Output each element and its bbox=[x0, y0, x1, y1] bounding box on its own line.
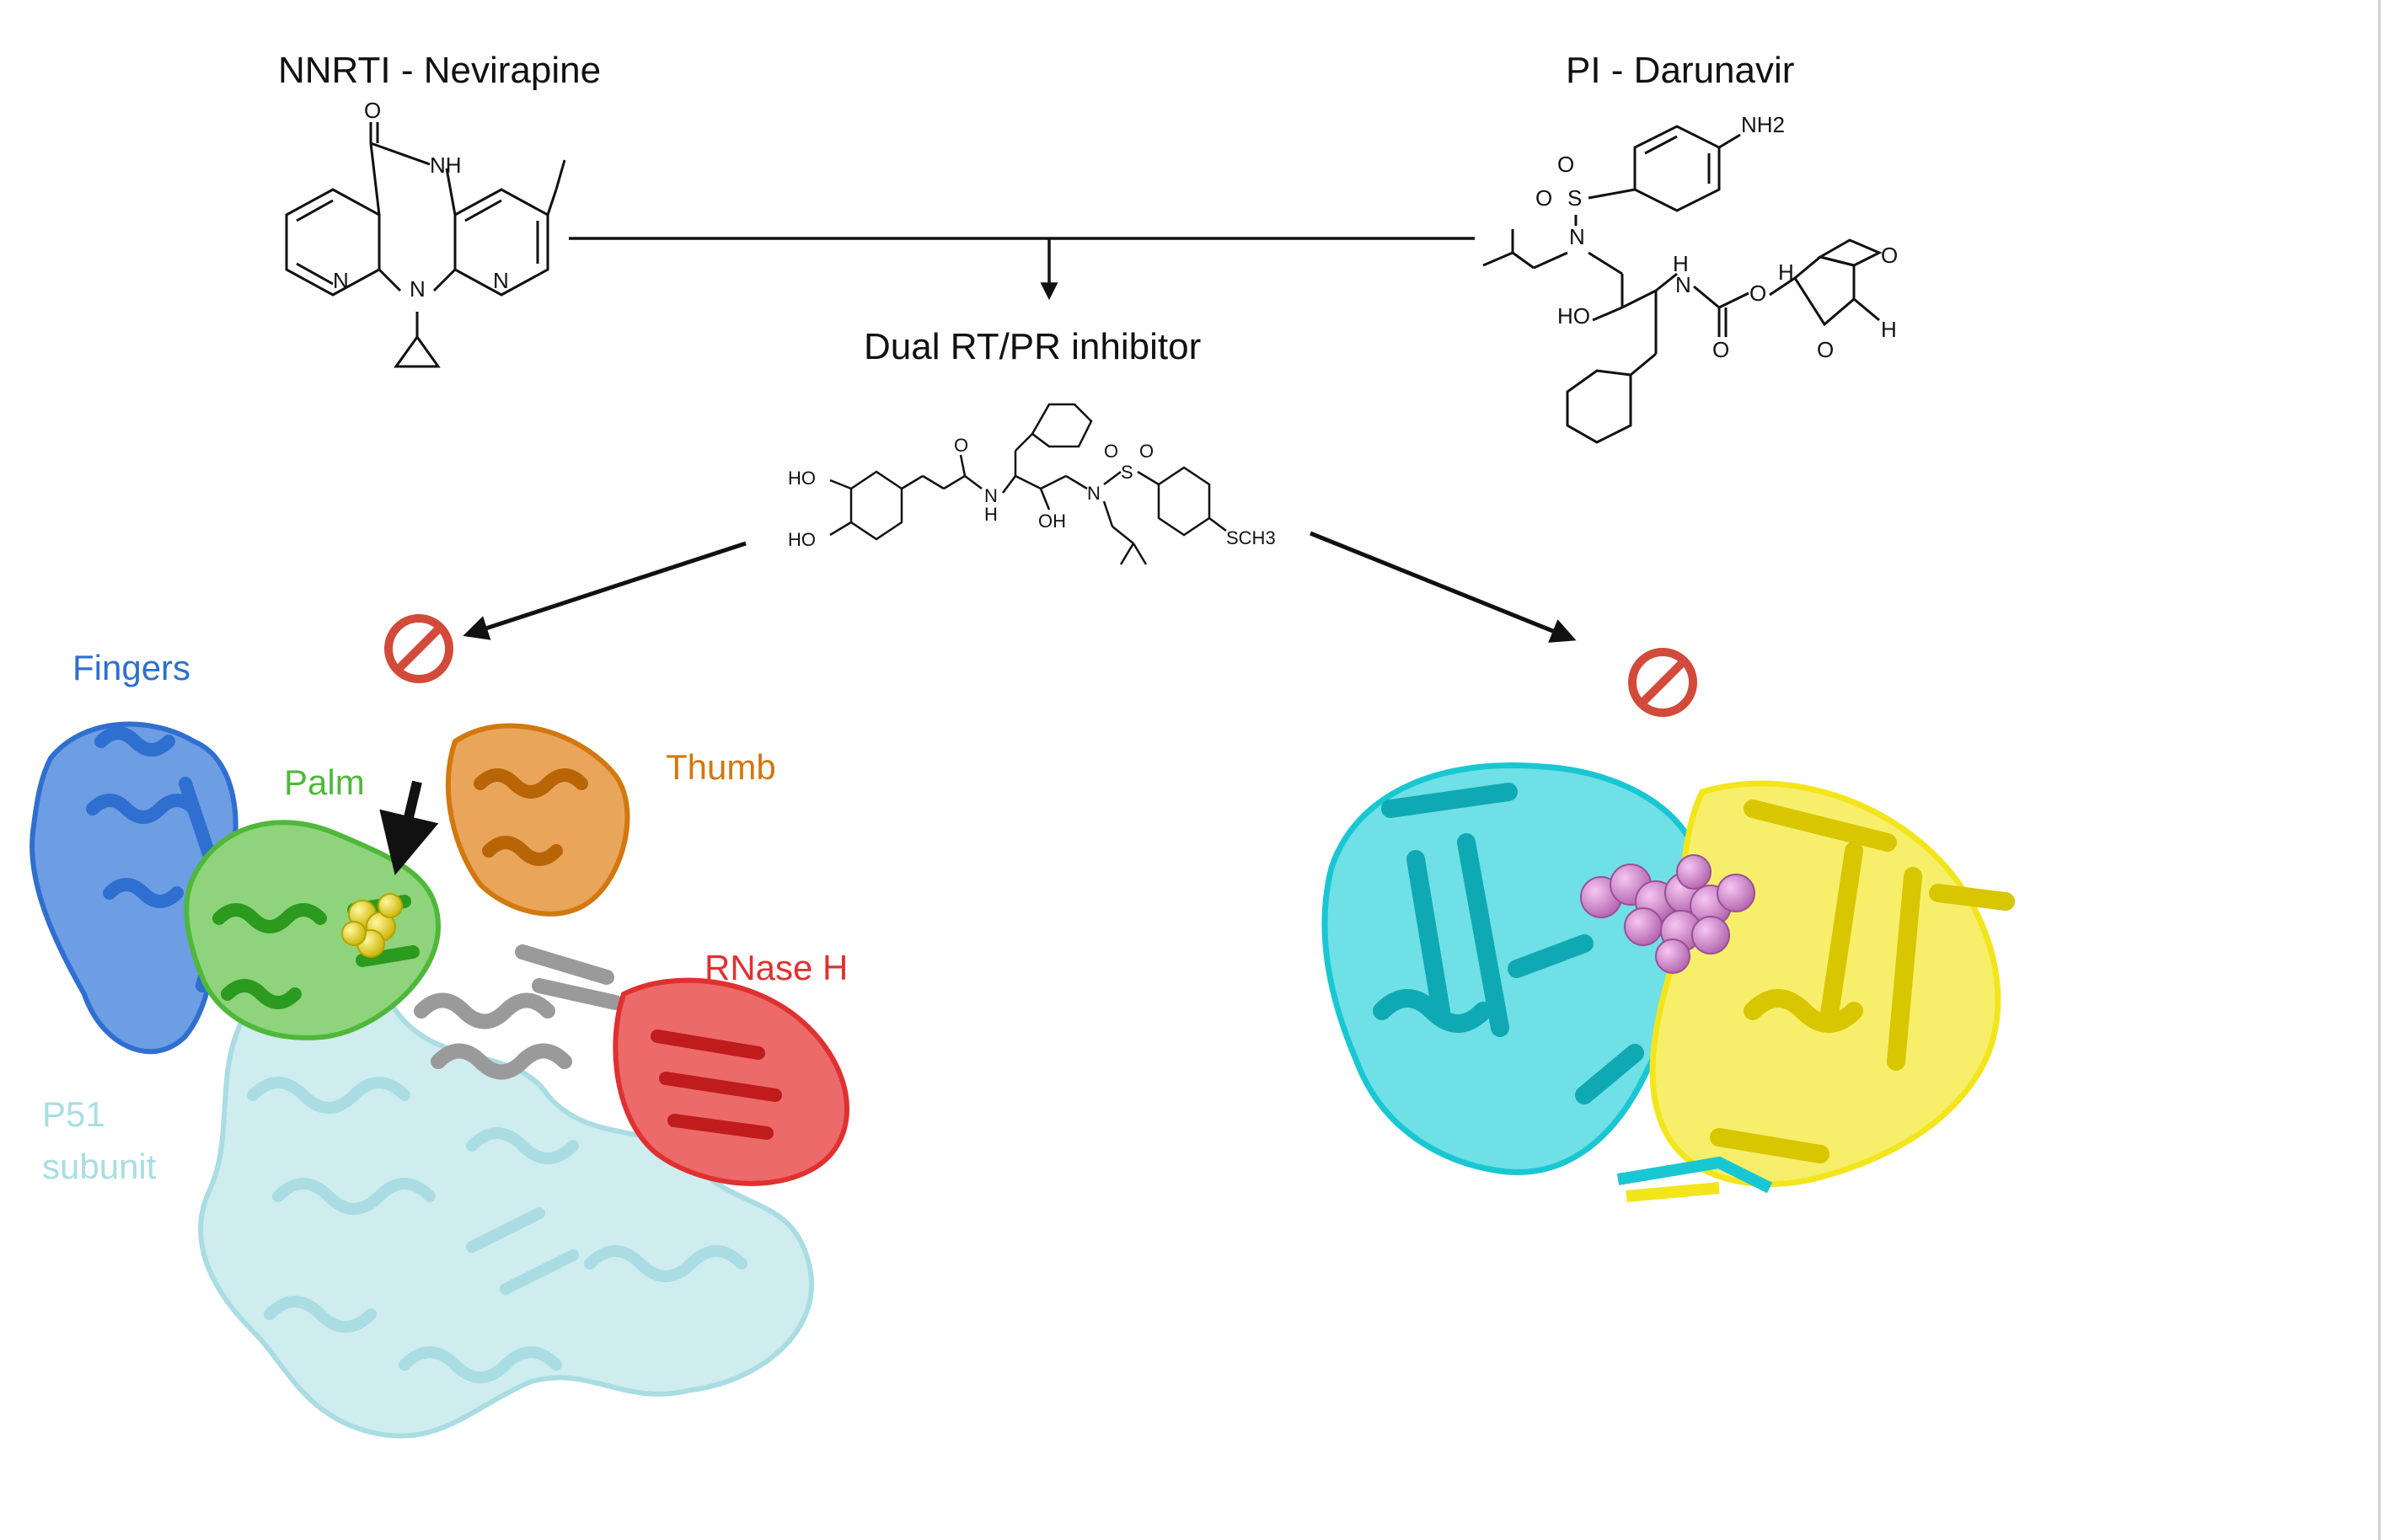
atom-label: O bbox=[1104, 441, 1119, 462]
atom-label: OH bbox=[1038, 511, 1066, 532]
atom-label: N bbox=[410, 276, 426, 302]
protease-structure bbox=[1321, 762, 2015, 1202]
atom-label: O bbox=[364, 98, 382, 123]
atom-label: H bbox=[984, 504, 998, 525]
arrow-icon bbox=[379, 780, 439, 876]
atom-label: NH bbox=[430, 152, 462, 178]
atom-label: NH2 bbox=[1741, 112, 1786, 137]
dual-inhibitor-structure bbox=[829, 403, 1227, 565]
atom-label: S bbox=[1567, 185, 1583, 211]
rt-protein-structure bbox=[29, 721, 849, 1439]
atom-label: H bbox=[1881, 317, 1897, 342]
atom-label: O bbox=[954, 435, 969, 456]
flow-lines bbox=[463, 237, 1577, 643]
atom-label: O bbox=[1749, 281, 1767, 306]
no-entry-icon bbox=[384, 614, 453, 683]
nevirapine-title: NNRTI - Nevirapine bbox=[278, 50, 602, 91]
rt-ligand bbox=[341, 893, 403, 958]
atom-label: O bbox=[1712, 337, 1730, 362]
atom-label: SCH3 bbox=[1226, 527, 1276, 548]
atom-label: H bbox=[1778, 259, 1794, 285]
dual-inhibitor-title: Dual RT/PR inhibitor bbox=[864, 326, 1202, 367]
atom-label: O bbox=[1881, 243, 1899, 268]
atom-label: S bbox=[1121, 462, 1133, 483]
atom-label: N bbox=[493, 268, 509, 293]
atom-label: N bbox=[333, 268, 349, 293]
domain-label-fingers: Fingers bbox=[72, 648, 191, 687]
domain-label-p51-subunit: subunit bbox=[42, 1147, 157, 1186]
atom-label: HO bbox=[788, 468, 816, 489]
darunavir-structure bbox=[1482, 125, 1883, 444]
darunavir-title: PI - Darunavir bbox=[1566, 50, 1795, 91]
domain-label-thumb: Thumb bbox=[666, 747, 776, 787]
nevirapine-structure bbox=[285, 122, 566, 368]
atom-label: O bbox=[1535, 185, 1553, 211]
page-divider bbox=[2378, 0, 2381, 1540]
atom-label: N bbox=[1675, 272, 1691, 297]
pr-ligand bbox=[1580, 854, 1755, 974]
domain-label-rnase-h: RNase H bbox=[704, 948, 849, 987]
atom-label: O bbox=[1817, 337, 1835, 362]
atom-label: HO bbox=[788, 529, 816, 550]
domain-label-palm: Palm bbox=[284, 762, 365, 802]
atom-label: N bbox=[1087, 483, 1101, 504]
atom-label: HO bbox=[1557, 303, 1590, 329]
atom-label: N bbox=[1569, 224, 1585, 249]
atom-label: O bbox=[1557, 152, 1575, 177]
atom-label: H bbox=[1673, 251, 1689, 276]
atom-label: N bbox=[984, 485, 998, 506]
no-entry-icon bbox=[1628, 648, 1697, 717]
atom-label: O bbox=[1139, 441, 1154, 462]
domain-label-p51: P51 bbox=[42, 1094, 105, 1134]
